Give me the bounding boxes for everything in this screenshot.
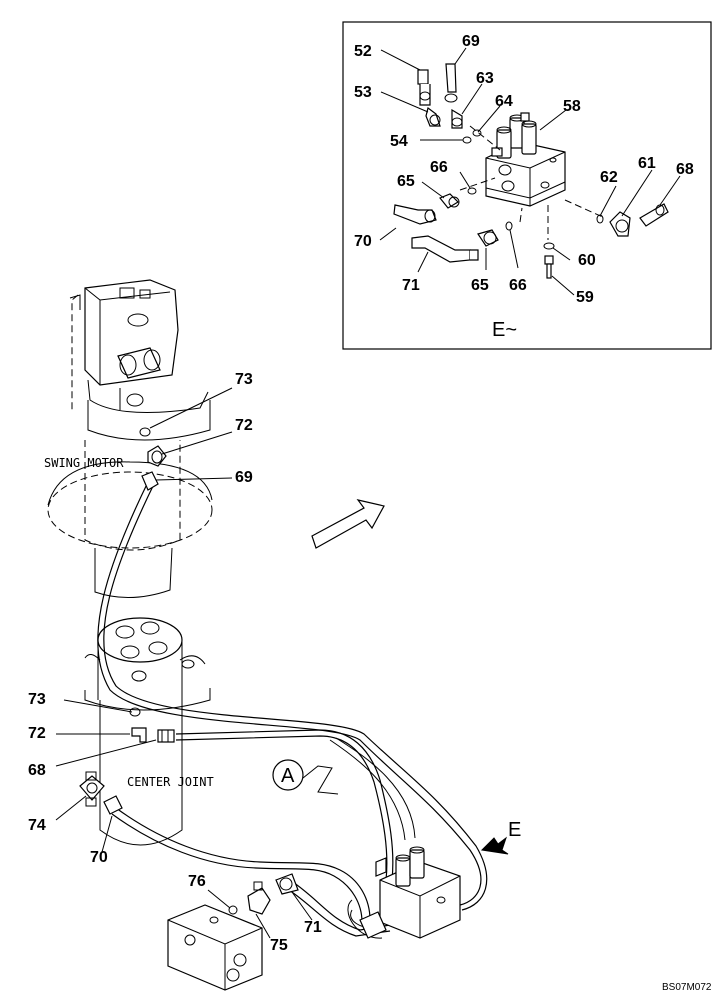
part-70-hose-end <box>393 204 437 225</box>
fitting-70-end <box>103 795 123 815</box>
part-61-elbow <box>609 211 631 237</box>
callout-74: 74 <box>28 817 46 834</box>
hose-68 <box>175 729 394 881</box>
part-64-oring <box>472 129 482 137</box>
part-65-connector-upper <box>439 193 460 209</box>
callout-75: 75 <box>270 937 288 954</box>
callout-71-main: 71 <box>304 919 322 936</box>
center-joint <box>84 617 211 846</box>
callout-73-lower: 73 <box>28 691 46 708</box>
hose-70 <box>111 807 371 923</box>
view-e-label: E <box>508 819 521 841</box>
valve-block-junction <box>347 846 461 939</box>
callout-63: 63 <box>476 70 494 87</box>
callout-66-lower: 66 <box>509 277 527 294</box>
fitting-75 <box>247 881 271 915</box>
part-66-oring-lower <box>505 221 513 231</box>
part-52-elbow <box>417 69 431 106</box>
part-53-elbow <box>425 106 441 127</box>
callout-62: 62 <box>600 169 618 186</box>
view-e-arrow <box>480 836 509 855</box>
callout-66-upper: 66 <box>430 159 448 176</box>
callout-65-upper: 65 <box>397 173 415 190</box>
valve-block-58 <box>485 112 566 207</box>
fitting-74 <box>79 771 105 807</box>
fitting-69-hose-end <box>141 471 159 491</box>
part-66-oring-upper <box>467 187 477 195</box>
center-joint-label: CENTER JOINT <box>127 775 214 789</box>
hose-pilot-pair <box>329 737 416 841</box>
callout-68-inset: 68 <box>676 161 694 178</box>
swing-motor <box>47 279 213 599</box>
oring-76 <box>228 905 238 915</box>
callout-59: 59 <box>576 289 594 306</box>
callout-53: 53 <box>354 84 372 101</box>
valve-block-lower-left <box>167 904 263 991</box>
callout-71-inset: 71 <box>402 277 420 294</box>
inset-frame <box>342 21 712 350</box>
view-a-circle <box>272 759 304 791</box>
callout-72-top: 72 <box>235 417 253 434</box>
part-63-connector <box>451 108 463 129</box>
view-direction-arrow <box>311 499 385 549</box>
part-54-oring <box>462 136 472 144</box>
part-68-fitting <box>639 203 669 227</box>
callout-69-main: 69 <box>235 469 253 486</box>
main-assembly: A E SWING MOTOR CENTER JOINT 73 72 69 73… <box>28 279 521 991</box>
fitting-72-top <box>147 445 167 467</box>
oring-73-top <box>139 427 151 437</box>
callout-69-inset: 69 <box>462 33 480 50</box>
view-a-label: A <box>281 765 295 787</box>
callout-73-top: 73 <box>235 371 253 388</box>
fitting-71-end <box>275 873 299 895</box>
callout-70-inset: 70 <box>354 233 372 250</box>
callout-76: 76 <box>188 873 206 890</box>
part-60-washer <box>543 242 555 250</box>
callout-54: 54 <box>390 133 408 150</box>
callout-61: 61 <box>638 155 656 172</box>
callout-52: 52 <box>354 43 372 60</box>
callout-60: 60 <box>578 252 596 269</box>
callout-70-main: 70 <box>90 849 108 866</box>
callout-72-lower: 72 <box>28 725 46 742</box>
view-label-e-inset: E~ <box>492 319 517 341</box>
part-69-fitting <box>444 63 458 103</box>
fitting-68-lower <box>157 729 175 743</box>
fitting-72-lower <box>131 727 147 743</box>
callout-64: 64 <box>495 93 513 110</box>
drawing-code: BS07M072 <box>662 982 712 993</box>
inset-detail-view: 52 69 53 63 64 58 54 66 65 62 61 68 70 6… <box>342 21 712 350</box>
part-65-connector-lower <box>477 229 499 247</box>
callout-68-main: 68 <box>28 762 46 779</box>
hose-69 <box>97 481 488 911</box>
part-59-bolt <box>544 255 554 279</box>
callout-58: 58 <box>563 98 581 115</box>
part-71-hose-end <box>411 235 479 263</box>
callout-65-lower: 65 <box>471 277 489 294</box>
swing-motor-label: SWING MOTOR <box>44 456 124 470</box>
